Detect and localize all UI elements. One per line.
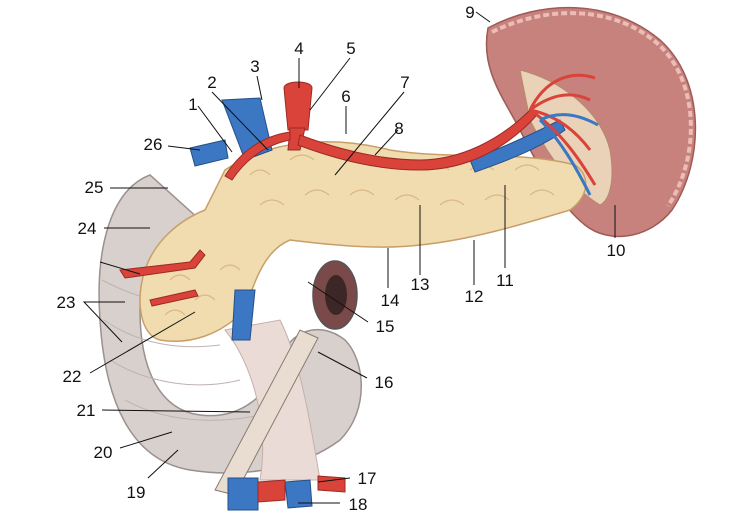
splenic-hilum-vessels [528, 73, 597, 186]
label-25: 25 [85, 178, 104, 197]
label-19: 19 [127, 483, 146, 502]
label-13: 13 [411, 275, 430, 294]
label-9: 9 [465, 3, 474, 22]
number-labels: 1 2 3 4 5 6 7 8 9 10 11 12 13 14 15 16 1… [57, 3, 626, 514]
label-14: 14 [381, 291, 400, 310]
label-16: 16 [375, 373, 394, 392]
inferior-vena-cava-stub [227, 477, 259, 511]
pancreas-body [139, 141, 587, 342]
veins [189, 97, 566, 511]
label-10: 10 [607, 241, 626, 260]
label-1: 1 [188, 95, 197, 114]
label-22: 22 [63, 367, 82, 386]
jejunum-lumen [325, 275, 347, 315]
label-12: 12 [465, 287, 484, 306]
label-8: 8 [394, 119, 403, 138]
label-11: 11 [496, 271, 514, 290]
spleen-rim [491, 11, 693, 208]
label-26: 26 [144, 135, 163, 154]
arteries [119, 81, 537, 503]
label-5: 5 [346, 39, 355, 58]
label-21: 21 [77, 401, 96, 420]
aorta [283, 81, 313, 131]
label-15: 15 [376, 317, 395, 336]
label-3: 3 [250, 57, 259, 76]
label-24: 24 [78, 219, 97, 238]
splenic-vein [469, 119, 566, 173]
label-6: 6 [341, 87, 350, 106]
label-4: 4 [294, 39, 303, 58]
mesenteric-artery-stub [257, 479, 286, 503]
label-18: 18 [349, 495, 368, 514]
pancreas [139, 141, 587, 342]
left-gastric-vein [189, 139, 229, 167]
renal-artery-stub [317, 475, 346, 493]
label-7: 7 [400, 73, 409, 92]
common-hepatic-artery [224, 131, 291, 181]
superior-mesenteric-vein [231, 289, 256, 341]
leader-lines [82, 11, 616, 504]
label-20: 20 [94, 443, 113, 462]
label-17: 17 [358, 469, 377, 488]
splenic-hilum-veins [538, 113, 599, 196]
label-2: 2 [207, 73, 216, 92]
renal-vein-stub [284, 479, 313, 509]
label-23: 23 [57, 293, 76, 312]
pancreaticoduodenal-arteries [119, 249, 206, 307]
